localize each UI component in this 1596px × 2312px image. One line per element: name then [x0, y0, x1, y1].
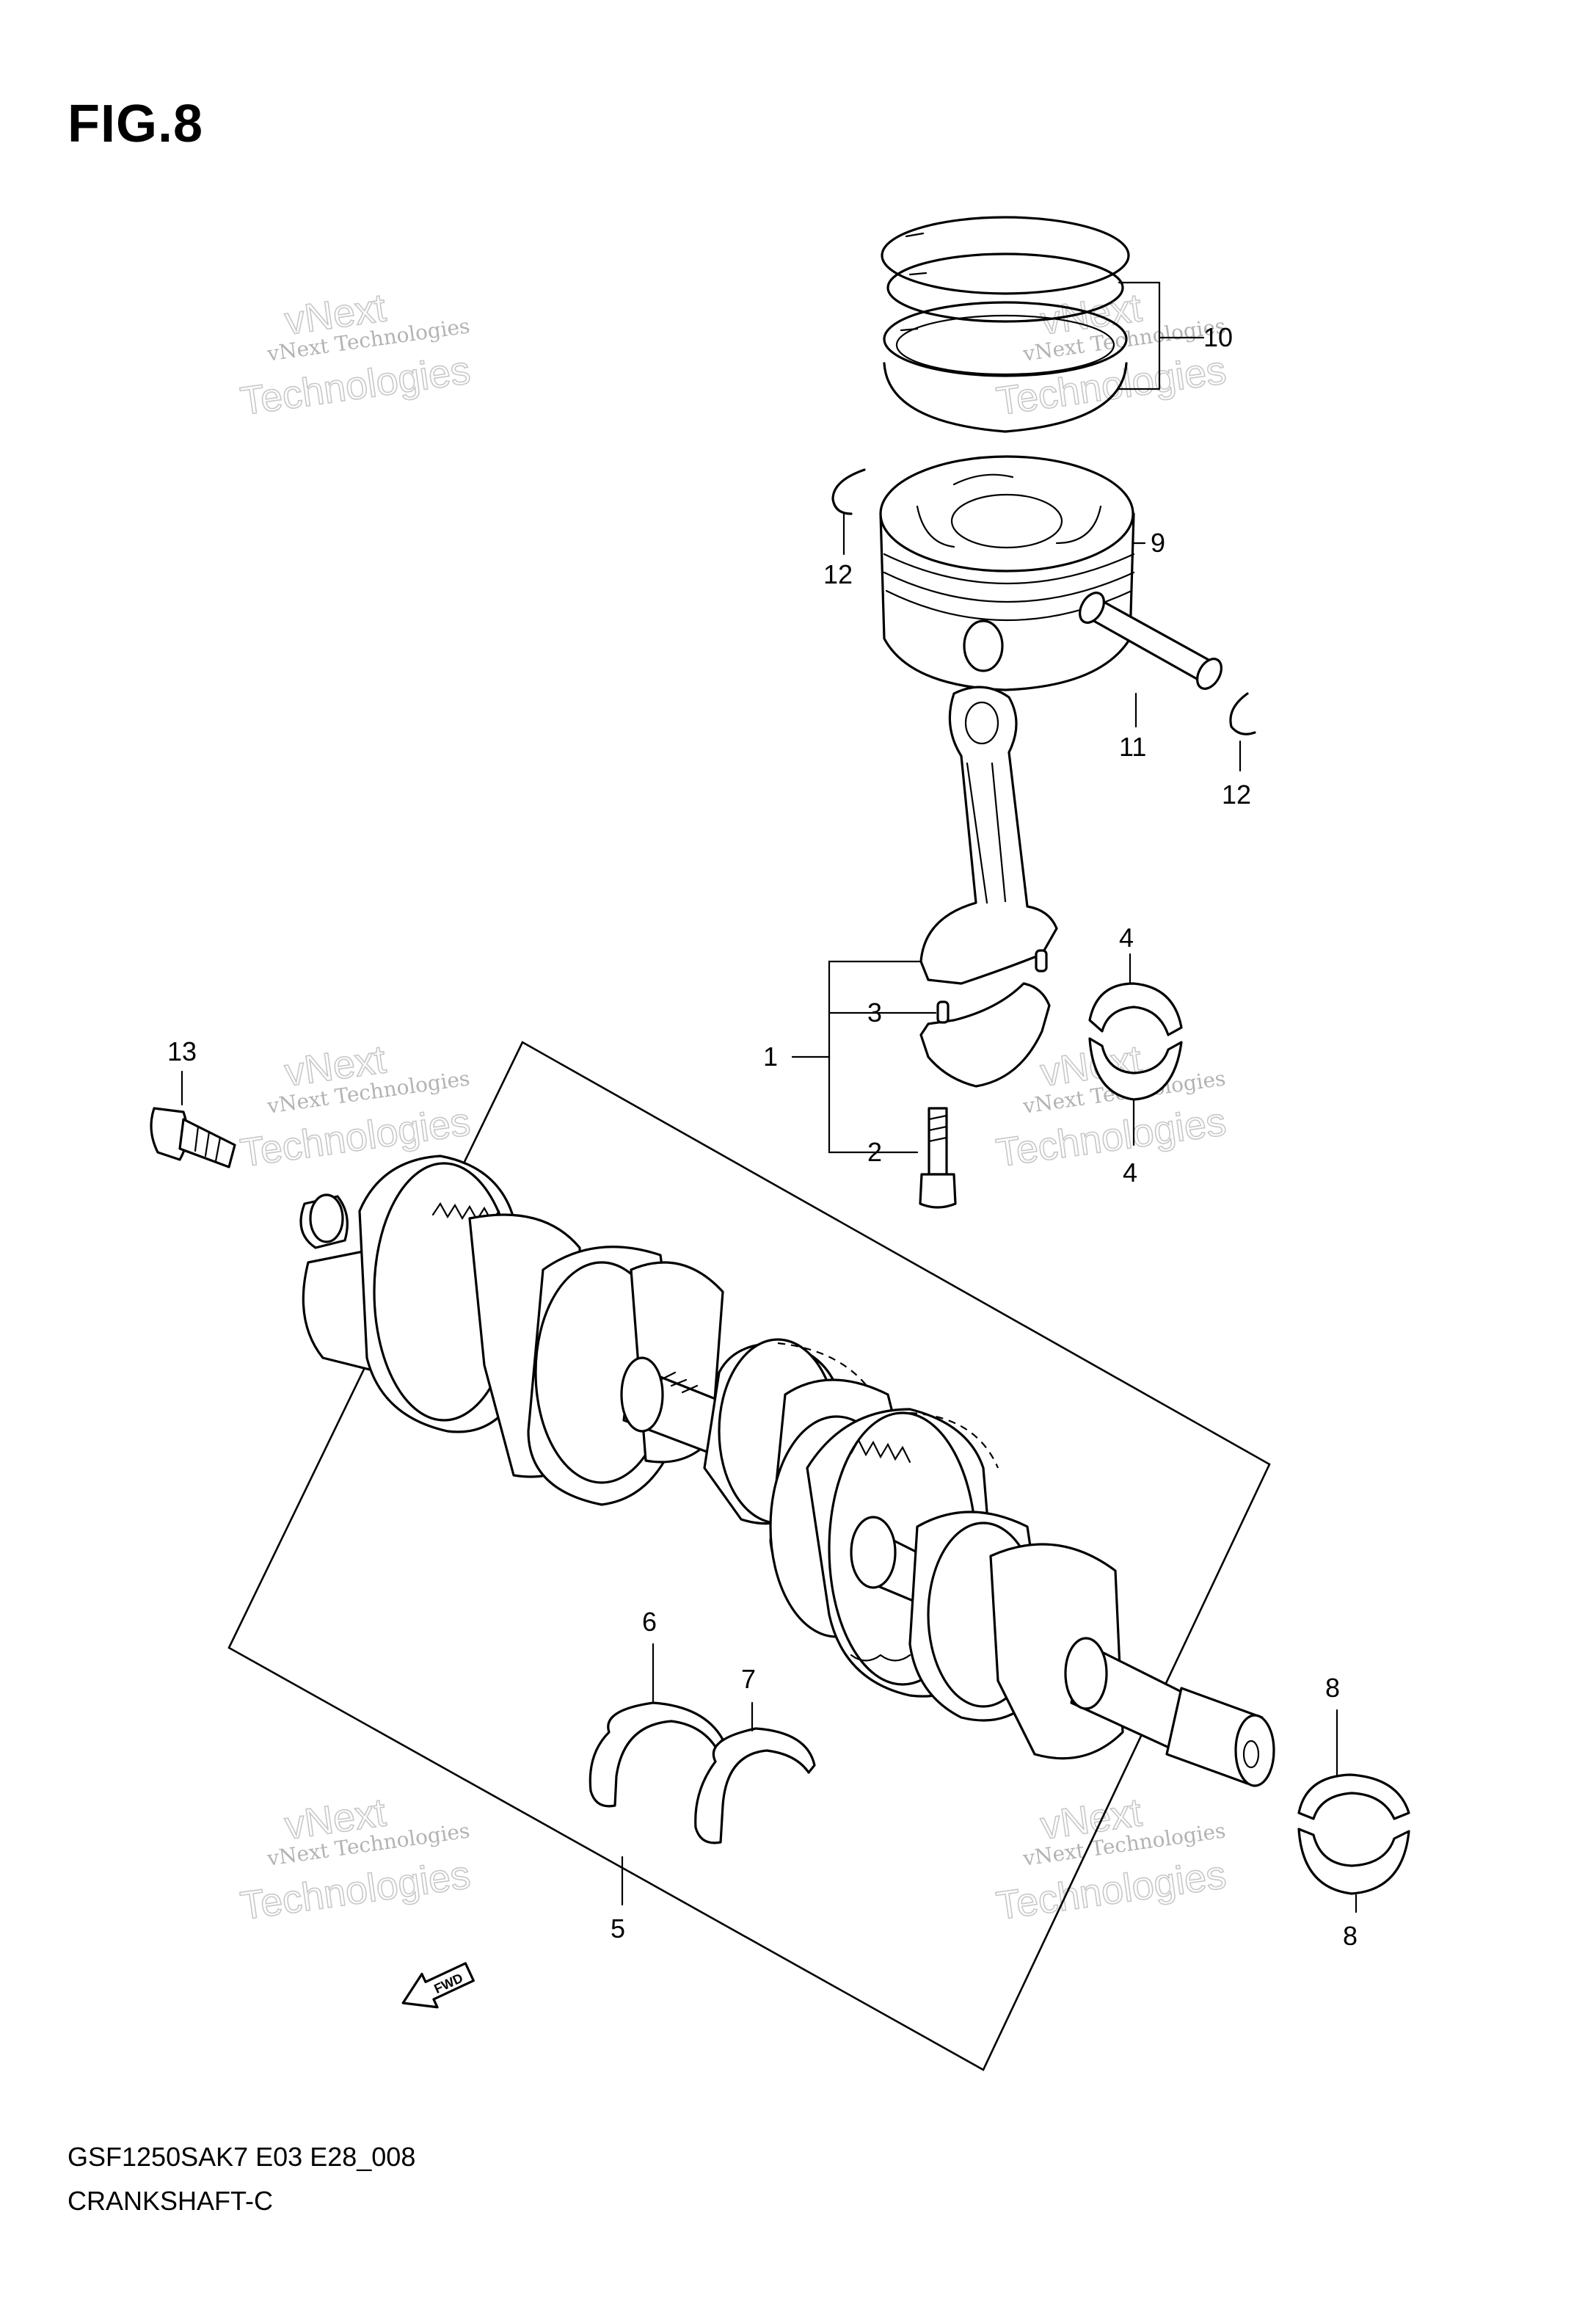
callout-3: 3	[867, 997, 882, 1028]
callout-8-lower: 8	[1343, 1921, 1358, 1951]
dowel-pin-upper	[1035, 949, 1048, 973]
watermark-top-right: vNext vNext Technologies Technologies	[993, 285, 1229, 424]
piston-pin	[1079, 592, 1222, 690]
connecting-rod-cap	[919, 982, 1051, 1088]
callout-6: 6	[642, 1607, 657, 1637]
callout-1: 1	[763, 1042, 778, 1072]
callout-12-right: 12	[1222, 779, 1251, 810]
crankshaft	[299, 1155, 1275, 1787]
callout-4-lower: 4	[1123, 1157, 1137, 1188]
watermark-bottom-right: vNext vNext Technologies Technologies	[993, 1789, 1229, 1929]
rod-bolt	[919, 1107, 957, 1209]
conrod-bearing	[1088, 982, 1183, 1101]
leader-1	[828, 960, 922, 1154]
watermark-mid-left: vNext vNext Technologies Technologies	[237, 1036, 473, 1176]
callout-13: 13	[167, 1036, 197, 1066]
watermark-top-left: vNext vNext Technologies Technologies	[237, 285, 473, 424]
diagram-name: CRANKSHAFT-C	[68, 2186, 274, 2216]
callout-11: 11	[1119, 732, 1146, 762]
forward-direction-arrow: FWD	[401, 1962, 475, 2009]
thrust-washer-7	[694, 1727, 816, 1844]
dowel-pin	[936, 1000, 950, 1024]
figure-title: FIG.8	[68, 95, 204, 153]
callout-5: 5	[611, 1913, 625, 1944]
callout-12-left: 12	[823, 559, 853, 589]
piston-rings	[881, 216, 1130, 433]
thrust-washer-6	[589, 1701, 724, 1808]
callout-2: 2	[867, 1137, 882, 1167]
callout-9: 9	[1151, 528, 1165, 558]
crankshaft-group-frame	[227, 1041, 1271, 2071]
callout-8-upper: 8	[1325, 1673, 1340, 1703]
leader-10	[1118, 281, 1161, 390]
piston	[879, 455, 1135, 691]
connecting-rod	[919, 686, 1058, 985]
callout-7: 7	[741, 1664, 756, 1694]
circlip-right	[1229, 692, 1256, 735]
callout-4-upper: 4	[1119, 923, 1134, 953]
callout-10: 10	[1203, 322, 1233, 352]
circlip-left	[831, 468, 866, 515]
model-code: GSF1250SAK7 E03 E28_008	[68, 2142, 416, 2172]
main-bearing	[1297, 1773, 1410, 1895]
watermark-bottom-left: vNext vNext Technologies Technologies	[237, 1789, 473, 1929]
flange-bolt	[150, 1107, 236, 1168]
